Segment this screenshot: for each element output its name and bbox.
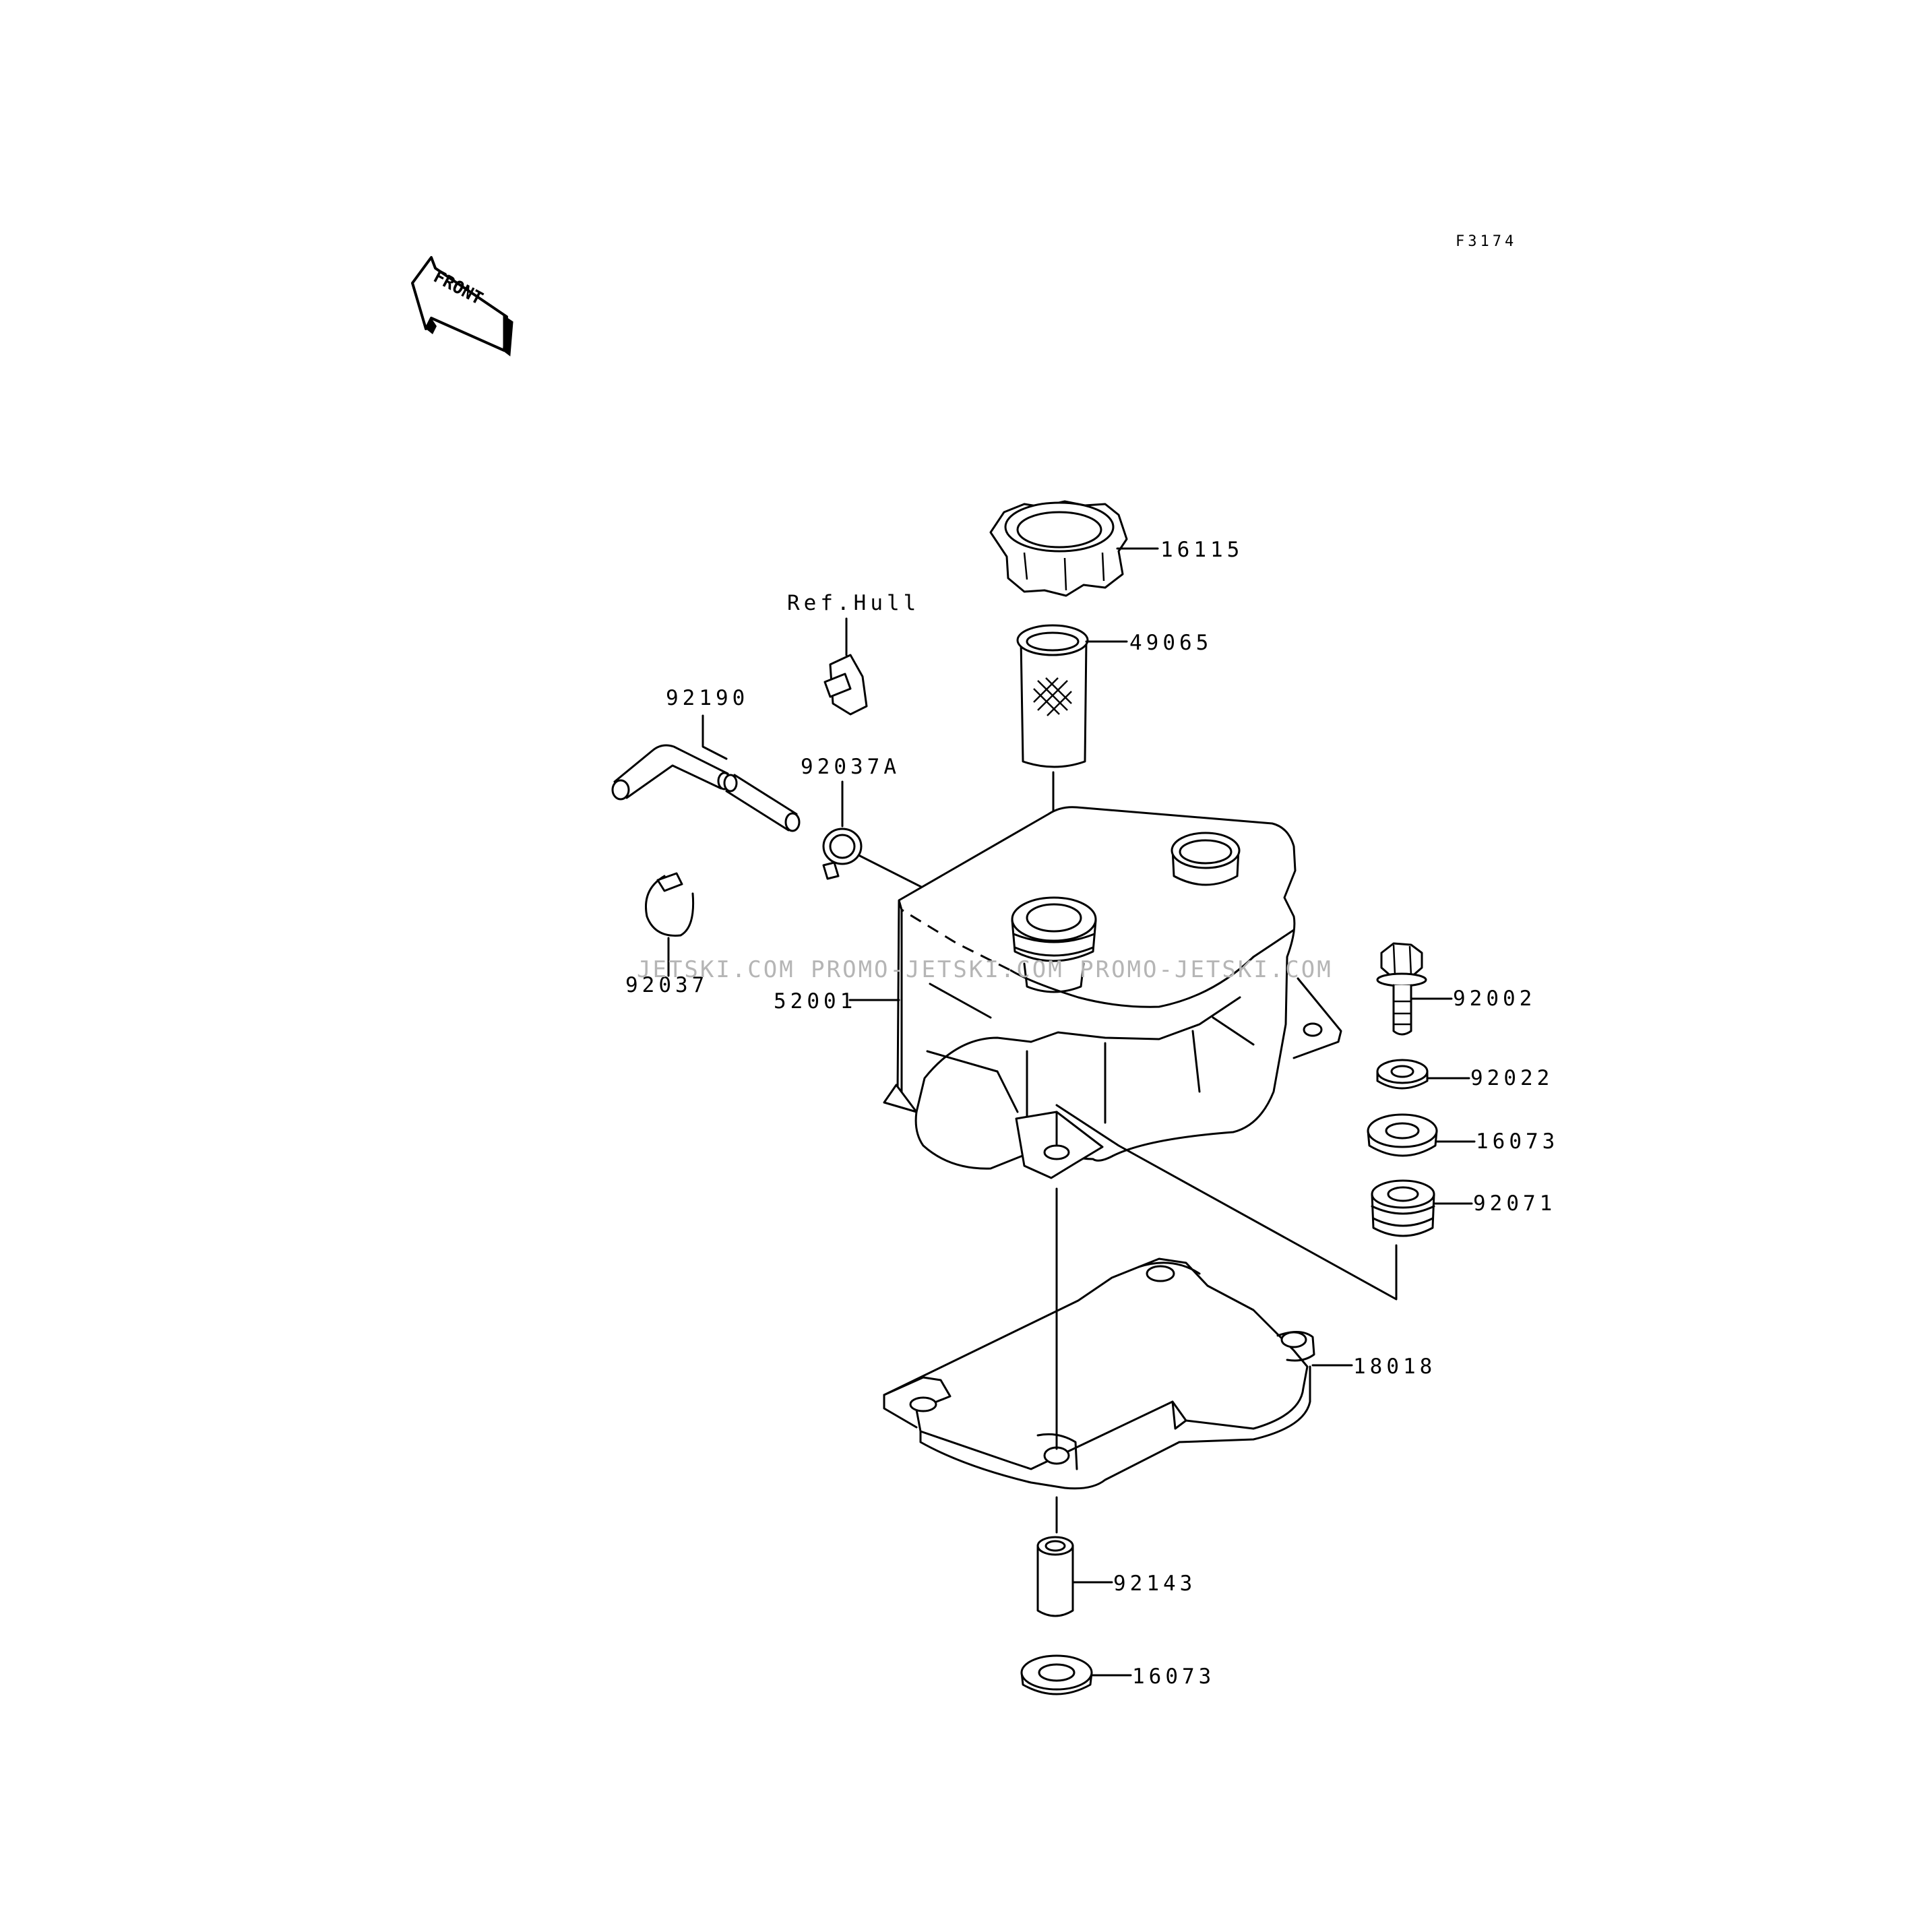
breather-hose [611,744,801,832]
rubber-damper-bottom [1020,1654,1093,1695]
part-label-16073-bottom: 16073 [1132,1664,1215,1689]
rubber-damper-top [1367,1113,1438,1157]
part-label-52001: 52001 [774,989,856,1014]
fuel-cap [989,500,1128,597]
part-label-16073-top: 16073 [1476,1129,1559,1154]
part-label-92037A: 92037A [801,755,900,779]
part-label-92022: 92022 [1470,1066,1553,1090]
collar [1036,1536,1074,1617]
figure-code: F3174 [1456,233,1517,250]
watermark: JETSKI.COM PROMO-JETSKI.COM PROMO-JETSKI… [637,956,1333,983]
mounting-bolt [1376,942,1427,1036]
hose-clamp-a [822,828,863,880]
reference-hull-label: Ref.Hull [787,591,920,615]
hull-clip [823,654,868,716]
fuel-tank [883,806,1342,1179]
tank-bracket [883,1257,1315,1490]
part-label-16115: 16115 [1160,538,1243,562]
part-label-92002: 92002 [1453,987,1536,1011]
fuel-filter-strainer [1016,624,1089,768]
front-direction-arrow-icon: FRONT [411,256,513,356]
hose-clamp [645,872,695,937]
part-label-92143: 92143 [1113,1571,1196,1596]
rubber-grommet [1371,1179,1435,1237]
part-label-92037: 92037 [625,973,708,997]
part-label-18018: 18018 [1353,1354,1436,1379]
washer [1376,1059,1429,1090]
part-label-49065: 49065 [1129,631,1212,655]
part-label-92071: 92071 [1473,1191,1556,1216]
part-label-92190: 92190 [666,686,749,710]
